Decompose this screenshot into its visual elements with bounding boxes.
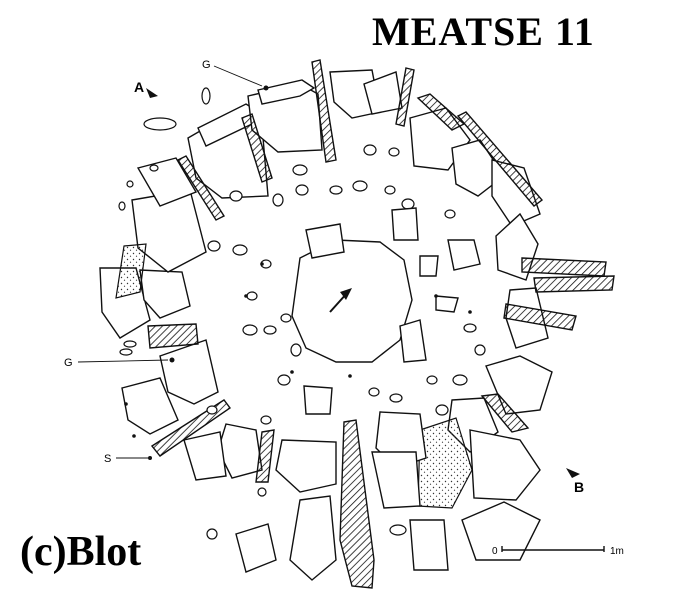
hatched-slabs <box>115 59 615 589</box>
label-g-left: G <box>64 357 73 369</box>
scale-bar: 0 1m <box>492 546 624 557</box>
hatched-slab <box>176 155 226 221</box>
hatched-slab <box>456 111 544 207</box>
kerb-stone <box>371 451 421 509</box>
central-slab <box>291 239 413 363</box>
hatched-slab <box>503 303 577 331</box>
hatched-slab <box>521 257 607 277</box>
hatched-slab <box>533 275 615 293</box>
stippled-slab <box>115 243 147 299</box>
hatched-slab <box>241 113 273 183</box>
label-b: B <box>574 479 584 495</box>
arrow-b <box>566 468 580 478</box>
north-arrow-head <box>340 288 352 300</box>
hatched-slab <box>147 323 199 349</box>
inner-pebbles <box>118 87 486 540</box>
outer-ring-stones <box>99 69 553 581</box>
figure-title: MEATSE 11 <box>372 9 595 54</box>
scale-start: 0 <box>492 546 498 557</box>
hatched-slab <box>339 419 375 589</box>
kerb-stone <box>121 377 179 435</box>
kerb-stone <box>159 339 219 405</box>
kerb-stone <box>183 431 227 481</box>
dark-marks <box>124 85 472 460</box>
label-g-top: G <box>202 59 211 71</box>
kerb-stone <box>257 79 316 105</box>
arrow-a <box>146 88 158 98</box>
central-stone <box>291 239 413 363</box>
scale-end: 1m <box>610 546 624 557</box>
label-a: A <box>134 79 144 95</box>
kerb-stone <box>235 523 277 573</box>
annotations: A B G G S <box>64 59 584 495</box>
hatched-slab <box>395 67 415 127</box>
kerb-stone <box>451 139 505 197</box>
kerb-stone <box>275 439 337 493</box>
figure-caption: (c)Blot <box>20 529 142 575</box>
hatched-slab <box>480 393 530 433</box>
kerb-stone <box>469 429 541 501</box>
kerb-stone <box>409 519 449 571</box>
hatched-slab <box>255 429 275 483</box>
hatched-slab <box>311 59 337 163</box>
label-s: S <box>104 453 111 465</box>
kerb-stone <box>461 501 541 561</box>
kerb-stone <box>289 495 337 581</box>
kerb-stone <box>491 159 541 227</box>
kerb-stone <box>139 269 191 319</box>
